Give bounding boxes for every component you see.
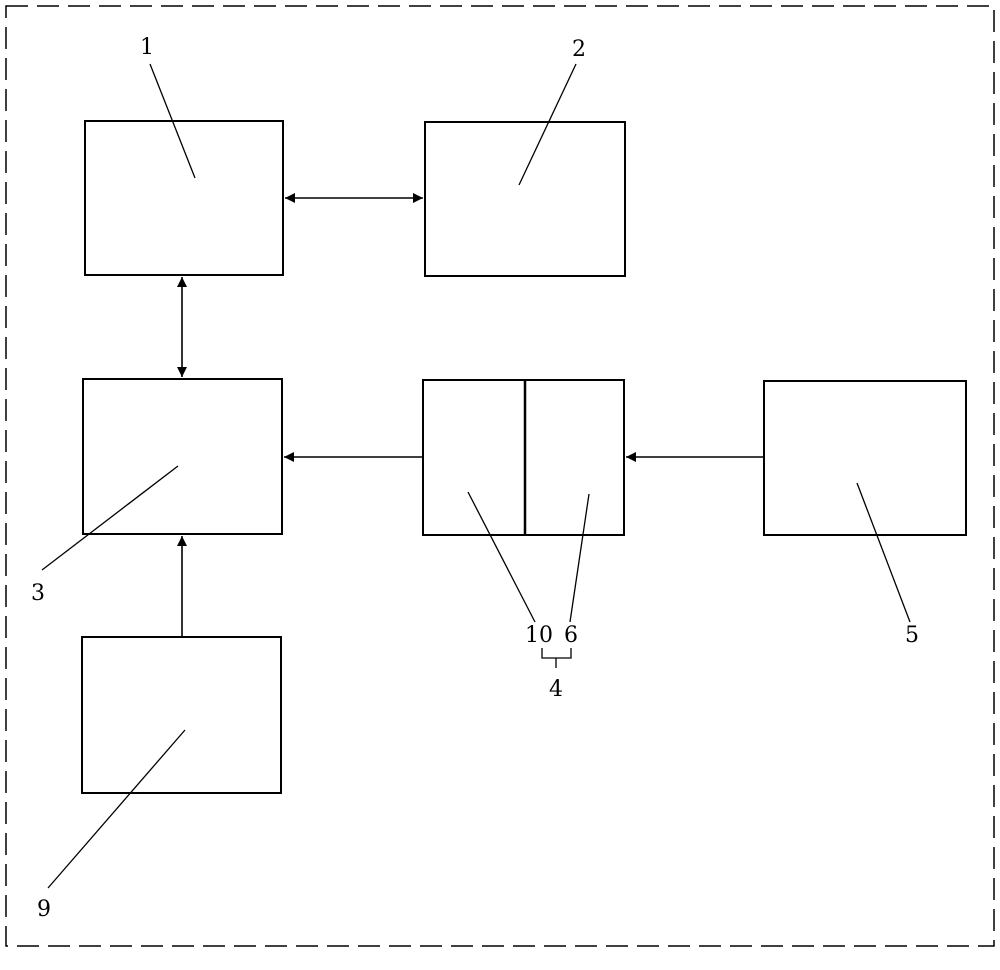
block-9 [81, 636, 282, 794]
leader-3 [41, 465, 179, 571]
label-5: 5 [905, 623, 919, 648]
leader-2 [518, 63, 577, 186]
leader-9 [47, 729, 186, 889]
label-1: 1 [140, 35, 154, 60]
label-4: 4 [549, 677, 563, 702]
label-6: 6 [564, 623, 578, 648]
leader-5 [856, 482, 911, 623]
block-5 [763, 380, 967, 536]
leader-1 [149, 63, 196, 179]
block-4 [422, 379, 625, 536]
label-3: 3 [31, 581, 45, 606]
bracket-10-6 [541, 648, 572, 668]
block-1 [84, 120, 284, 276]
block-2 [424, 121, 626, 277]
leader-6 [569, 493, 590, 623]
block-3 [82, 378, 283, 535]
label-2: 2 [572, 37, 586, 62]
label-10: 10 [525, 623, 553, 648]
label-9: 9 [37, 897, 51, 922]
dashed-boundary [5, 5, 995, 947]
leader-10 [467, 491, 536, 623]
